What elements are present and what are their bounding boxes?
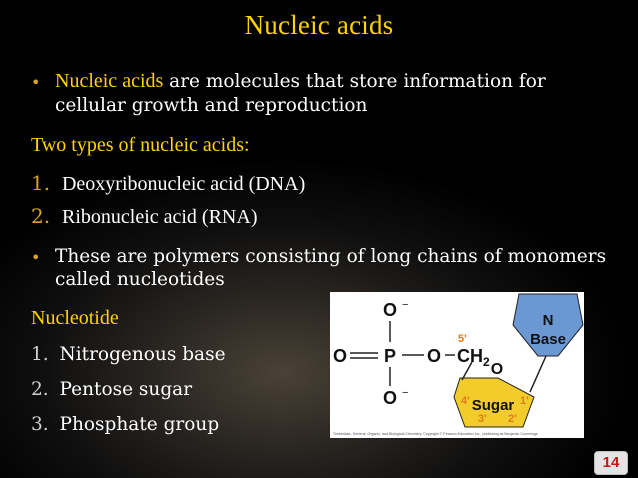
o-left: O [333, 346, 347, 366]
o-ring: O [491, 361, 503, 378]
glycosidic-bond [529, 355, 547, 393]
ch2-text: CH [457, 346, 483, 366]
phosphorus: P [384, 346, 396, 366]
part-number: 1. [31, 344, 49, 365]
type-label: Ribonucleic acid (RNA) [61, 206, 258, 228]
types-heading: Two types of nucleic acids: [31, 134, 250, 156]
carbon-label-2: 2' [508, 413, 517, 425]
carbon-label-4: 4' [461, 395, 470, 407]
part-item-sugar: 2. Pentose sugar [31, 378, 192, 401]
base-n-label: N [543, 312, 554, 329]
type-label: Deoxyribonucleic acid (DNA) [61, 173, 306, 195]
type-number: 1. [31, 171, 51, 195]
page-number-badge: 14 [594, 451, 628, 475]
sugar-label: Sugar [472, 397, 515, 414]
type-number: 2. [31, 204, 51, 228]
part-label: Nitrogenous base [59, 344, 226, 365]
ch2-group: CH2 [457, 346, 490, 369]
carbon-label-1: 1' [520, 395, 529, 407]
bullet-1-line-2: cellular growth and reproduction [55, 95, 368, 116]
bullet-1-text-1: are molecules that store information for [163, 71, 546, 92]
o-top-charge: − [402, 299, 408, 311]
base-hexagon [512, 293, 584, 357]
nucleotide-heading: Nucleotide [31, 307, 119, 329]
ch2-sugar-bond [461, 361, 473, 381]
nucleic-acids-term: Nucleic acids [55, 70, 164, 92]
figure-credit: Timberlake, General, Organic, and Biolog… [333, 432, 538, 436]
carbon-label-3: 3' [478, 413, 487, 425]
bullet-1-line-1: Nucleic acids are molecules that store i… [55, 70, 546, 93]
o-mid: O [427, 346, 441, 366]
bullet-icon: • [31, 73, 41, 92]
bullet-icon: • [31, 248, 41, 267]
nucleotide-structure-svg: N Base Sugar 4' 1' 3' 2' O − O P O CH [333, 293, 584, 436]
o-bottom: O [383, 388, 397, 408]
part-label: Phosphate group [59, 414, 220, 435]
part-number: 3. [31, 414, 49, 435]
part-item-phosphate: 3. Phosphate group [31, 413, 219, 436]
slide-title: Nucleic acids [244, 10, 394, 40]
part-item-base: 1. Nitrogenous base [31, 343, 226, 366]
sugar-pentagon [453, 377, 535, 428]
base-label: Base [530, 331, 566, 348]
type-item-rna: 2. Ribonucleic acid (RNA) [31, 205, 257, 229]
bullet-2-line-2: called nucleotides [55, 269, 225, 290]
o-bottom-charge: − [402, 387, 408, 399]
nucleotide-diagram: N Base Sugar 4' 1' 3' 2' O − O P O CH [330, 292, 584, 438]
part-number: 2. [31, 379, 49, 400]
carbon-label-5: 5' [458, 333, 467, 345]
bullet-2-line-1: These are polymers consisting of long ch… [55, 246, 607, 267]
part-label: Pentose sugar [59, 379, 193, 400]
ch2-subscript: 2 [483, 355, 490, 369]
o-top: O [383, 300, 397, 320]
type-item-dna: 1. Deoxyribonucleic acid (DNA) [31, 172, 305, 196]
